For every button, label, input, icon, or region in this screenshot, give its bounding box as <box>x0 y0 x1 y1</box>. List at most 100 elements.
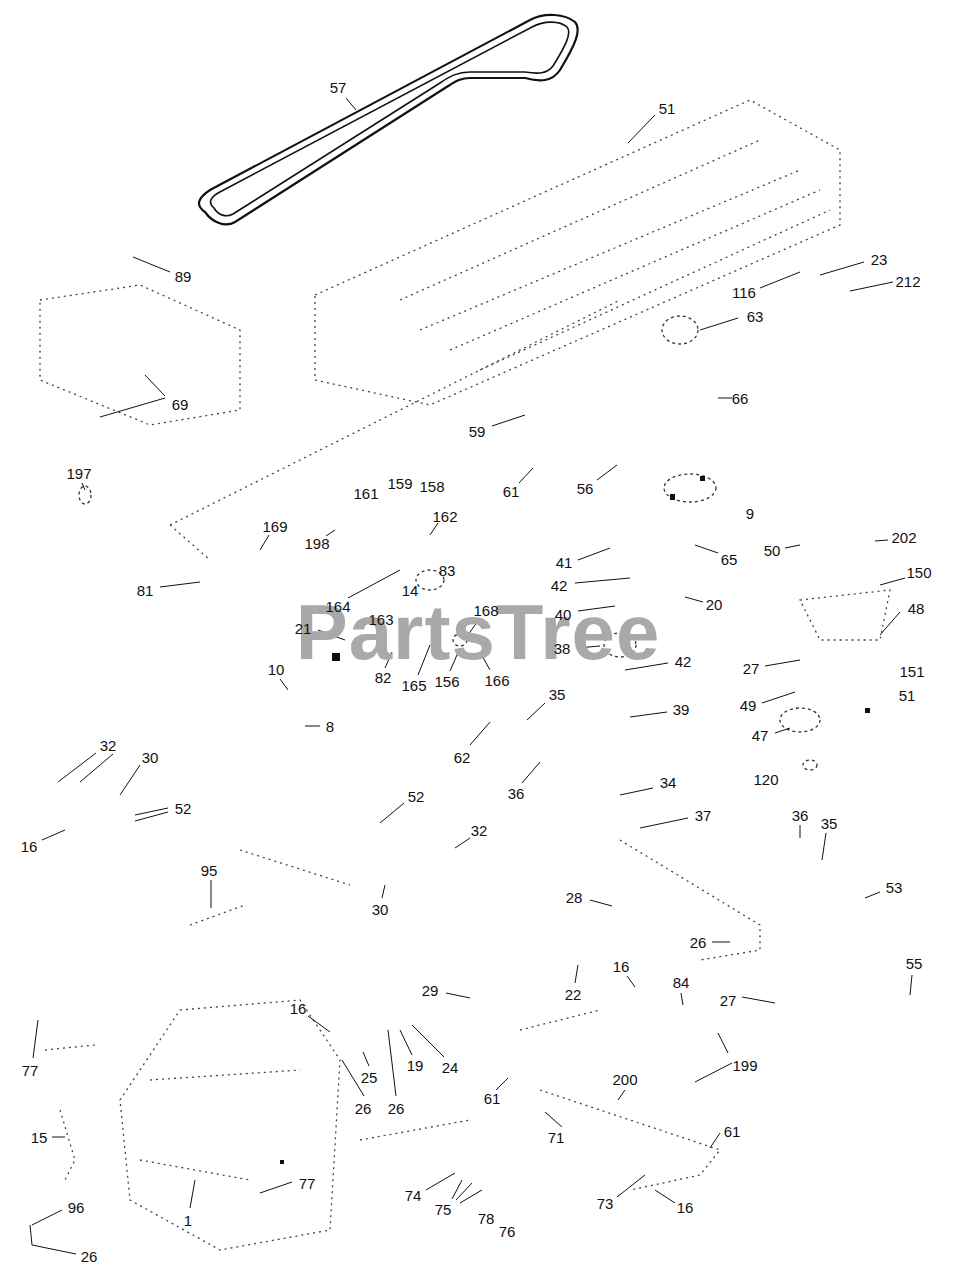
leader-line <box>597 465 617 480</box>
leader-line <box>120 765 140 795</box>
callout-number: 42 <box>675 654 692 669</box>
callout-number: 116 <box>732 285 756 300</box>
callout-number: 95 <box>201 863 218 878</box>
callout-number: 56 <box>577 481 594 496</box>
callout-number: 81 <box>137 583 154 598</box>
leader-line <box>133 257 170 272</box>
leader-line <box>190 1180 195 1208</box>
leader-line <box>452 1180 462 1199</box>
callout-number: 35 <box>821 816 838 831</box>
callout-number: 14 <box>402 583 419 598</box>
leader-line <box>620 788 653 795</box>
leader-line <box>32 1210 62 1225</box>
callout-number: 24 <box>442 1060 459 1075</box>
leader-line <box>775 728 790 733</box>
callout-number: 162 <box>432 509 457 524</box>
callout-number: 26 <box>388 1101 405 1116</box>
callout-number: 34 <box>660 775 677 790</box>
callout-number: 22 <box>565 987 582 1002</box>
callout-number: 10 <box>268 662 285 677</box>
part-detail <box>280 1160 284 1164</box>
part-sketch <box>45 1045 95 1180</box>
leader-line <box>578 548 610 560</box>
leader-line <box>33 1020 38 1058</box>
part-detail <box>670 494 675 500</box>
callout-number: 37 <box>695 808 712 823</box>
callout-number: 150 <box>906 565 931 580</box>
callout-number: 52 <box>175 801 192 816</box>
leader-line <box>880 612 900 635</box>
leader-line <box>875 540 888 541</box>
callout-number: 198 <box>304 536 329 551</box>
part-sketch <box>360 1010 600 1140</box>
leader-line <box>710 1133 720 1148</box>
leader-line <box>630 712 667 717</box>
callout-number: 41 <box>556 555 573 570</box>
callout-number: 32 <box>471 823 488 838</box>
leader-line <box>527 703 545 720</box>
part-sketch <box>664 474 716 502</box>
leader-line <box>100 398 165 417</box>
part-sketch <box>120 1000 340 1250</box>
leader-line <box>455 838 470 848</box>
callout-number: 66 <box>732 391 749 406</box>
leader-line <box>762 692 795 703</box>
callout-number: 25 <box>361 1070 378 1085</box>
leader-line <box>82 483 85 490</box>
leader-line <box>160 582 200 587</box>
callout-number: 166 <box>484 673 509 688</box>
leader-line <box>260 535 269 550</box>
callout-number: 19 <box>407 1058 424 1073</box>
leader-line <box>80 754 113 782</box>
leader-line <box>760 272 800 288</box>
callout-number: 77 <box>299 1176 316 1191</box>
leader-line <box>460 1190 482 1203</box>
leader-line <box>42 830 65 840</box>
callout-number: 71 <box>548 1130 565 1145</box>
callout-number: 165 <box>401 678 426 693</box>
callout-number: 169 <box>262 519 287 534</box>
callout-number: 52 <box>408 789 425 804</box>
leader-line <box>470 722 490 745</box>
callout-number: 158 <box>419 479 444 494</box>
callout-number: 16 <box>21 839 38 854</box>
callout-number: 82 <box>375 670 392 685</box>
callout-number: 77 <box>22 1063 39 1078</box>
leader-line <box>880 578 905 585</box>
callout-number: 21 <box>295 621 312 636</box>
part-sketch <box>800 590 890 640</box>
leader-line <box>30 1225 32 1245</box>
callout-number: 51 <box>659 101 676 116</box>
callout-number: 61 <box>724 1124 741 1139</box>
part-sketch <box>803 760 817 770</box>
leader-line <box>446 993 470 998</box>
callout-number: 61 <box>484 1091 501 1106</box>
callout-number: 16 <box>613 959 630 974</box>
leader-line <box>742 997 775 1003</box>
callout-number: 168 <box>473 603 498 618</box>
callout-number: 57 <box>330 80 347 95</box>
callout-number: 156 <box>434 674 459 689</box>
callout-number: 26 <box>690 935 707 950</box>
callout-number: 212 <box>895 274 920 289</box>
callout-number: 200 <box>612 1072 637 1087</box>
leader-line <box>695 545 718 553</box>
leader-line <box>618 1090 625 1100</box>
leader-line <box>617 1175 645 1197</box>
leader-line <box>135 812 168 821</box>
callout-number: 40 <box>555 607 572 622</box>
part-sketch <box>315 100 840 405</box>
leader-line <box>700 318 738 330</box>
callout-number: 120 <box>753 772 778 787</box>
leader-line <box>545 1112 562 1127</box>
callout-number: 73 <box>597 1196 614 1211</box>
leader-line <box>305 726 320 727</box>
callout-number: 65 <box>721 552 738 567</box>
leader-line <box>211 880 212 908</box>
leader-line <box>640 818 688 828</box>
callout-number: 96 <box>68 1200 85 1215</box>
leader-line <box>400 1030 412 1055</box>
callout-number: 164 <box>325 599 350 614</box>
callout-number: 159 <box>387 476 412 491</box>
part-sketch <box>620 840 760 960</box>
